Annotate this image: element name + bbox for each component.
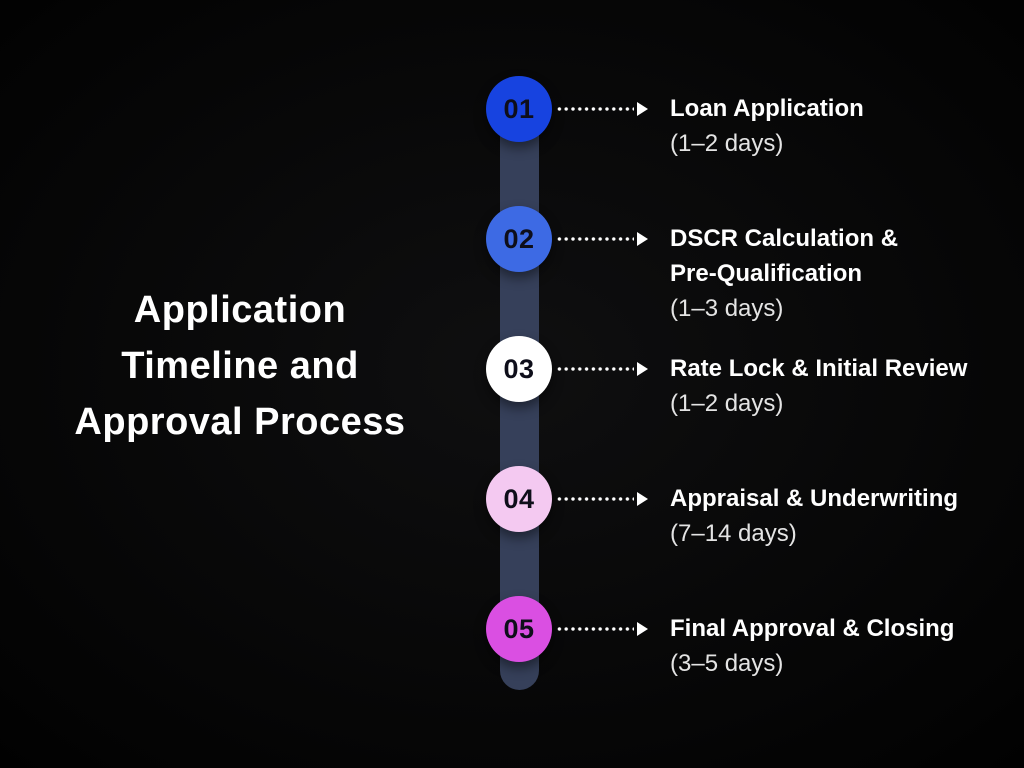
step-duration: (1–2 days) <box>670 390 784 417</box>
arrowhead-icon <box>637 102 648 116</box>
dotted-line <box>556 497 634 501</box>
title-line-1: Application <box>133 289 347 331</box>
dotted-arrow-02 <box>556 231 648 247</box>
step-circle-05: 05 <box>486 596 552 662</box>
dotted-arrow-05 <box>556 621 648 637</box>
dotted-arrow-03 <box>556 361 648 377</box>
step-label: DSCR Calculation & Pre-Qualification <box>670 225 899 287</box>
arrowhead-icon <box>637 232 648 246</box>
step-text-01: Loan Application (1–2 days) <box>670 91 1000 161</box>
step-duration: (1–3 days) <box>670 295 784 322</box>
dotted-line <box>556 367 634 371</box>
arrowhead-icon <box>637 362 648 376</box>
step-label: Loan Application <box>670 95 864 122</box>
step-number-01: 01 <box>503 93 535 124</box>
step-circle-04: 04 <box>486 466 552 532</box>
step-duration: (3–5 days) <box>670 650 784 677</box>
step-circle-03: 03 <box>486 336 552 402</box>
step-label: Final Approval & Closing <box>670 615 955 642</box>
page-title: Application Timeline and Approval Proces… <box>30 282 450 450</box>
step-duration: (7–14 days) <box>670 520 797 547</box>
title-line-3: Approval Process <box>74 401 406 443</box>
step-duration: (1–2 days) <box>670 130 784 157</box>
step-number-05: 05 <box>503 613 535 644</box>
dotted-line <box>556 107 634 111</box>
step-circle-02: 02 <box>486 206 552 272</box>
step-label: Rate Lock & Initial Review <box>670 355 968 382</box>
step-circle-01: 01 <box>486 76 552 142</box>
step-text-04: Appraisal & Underwriting (7–14 days) <box>670 481 1000 551</box>
title-line-2: Timeline and <box>121 345 359 387</box>
step-number-03: 03 <box>503 353 535 384</box>
arrowhead-icon <box>637 492 648 506</box>
dotted-arrow-04 <box>556 491 648 507</box>
step-text-03: Rate Lock & Initial Review (1–2 days) <box>670 351 1000 421</box>
step-number-02: 02 <box>503 223 535 254</box>
arrowhead-icon <box>637 622 648 636</box>
step-label: Appraisal & Underwriting <box>670 485 959 512</box>
step-text-02: DSCR Calculation & Pre-Qualification (1–… <box>670 221 1000 326</box>
step-text-05: Final Approval & Closing (3–5 days) <box>670 611 1000 681</box>
dotted-line <box>556 627 634 631</box>
dotted-line <box>556 237 634 241</box>
step-number-04: 04 <box>503 483 535 514</box>
dotted-arrow-01 <box>556 101 648 117</box>
